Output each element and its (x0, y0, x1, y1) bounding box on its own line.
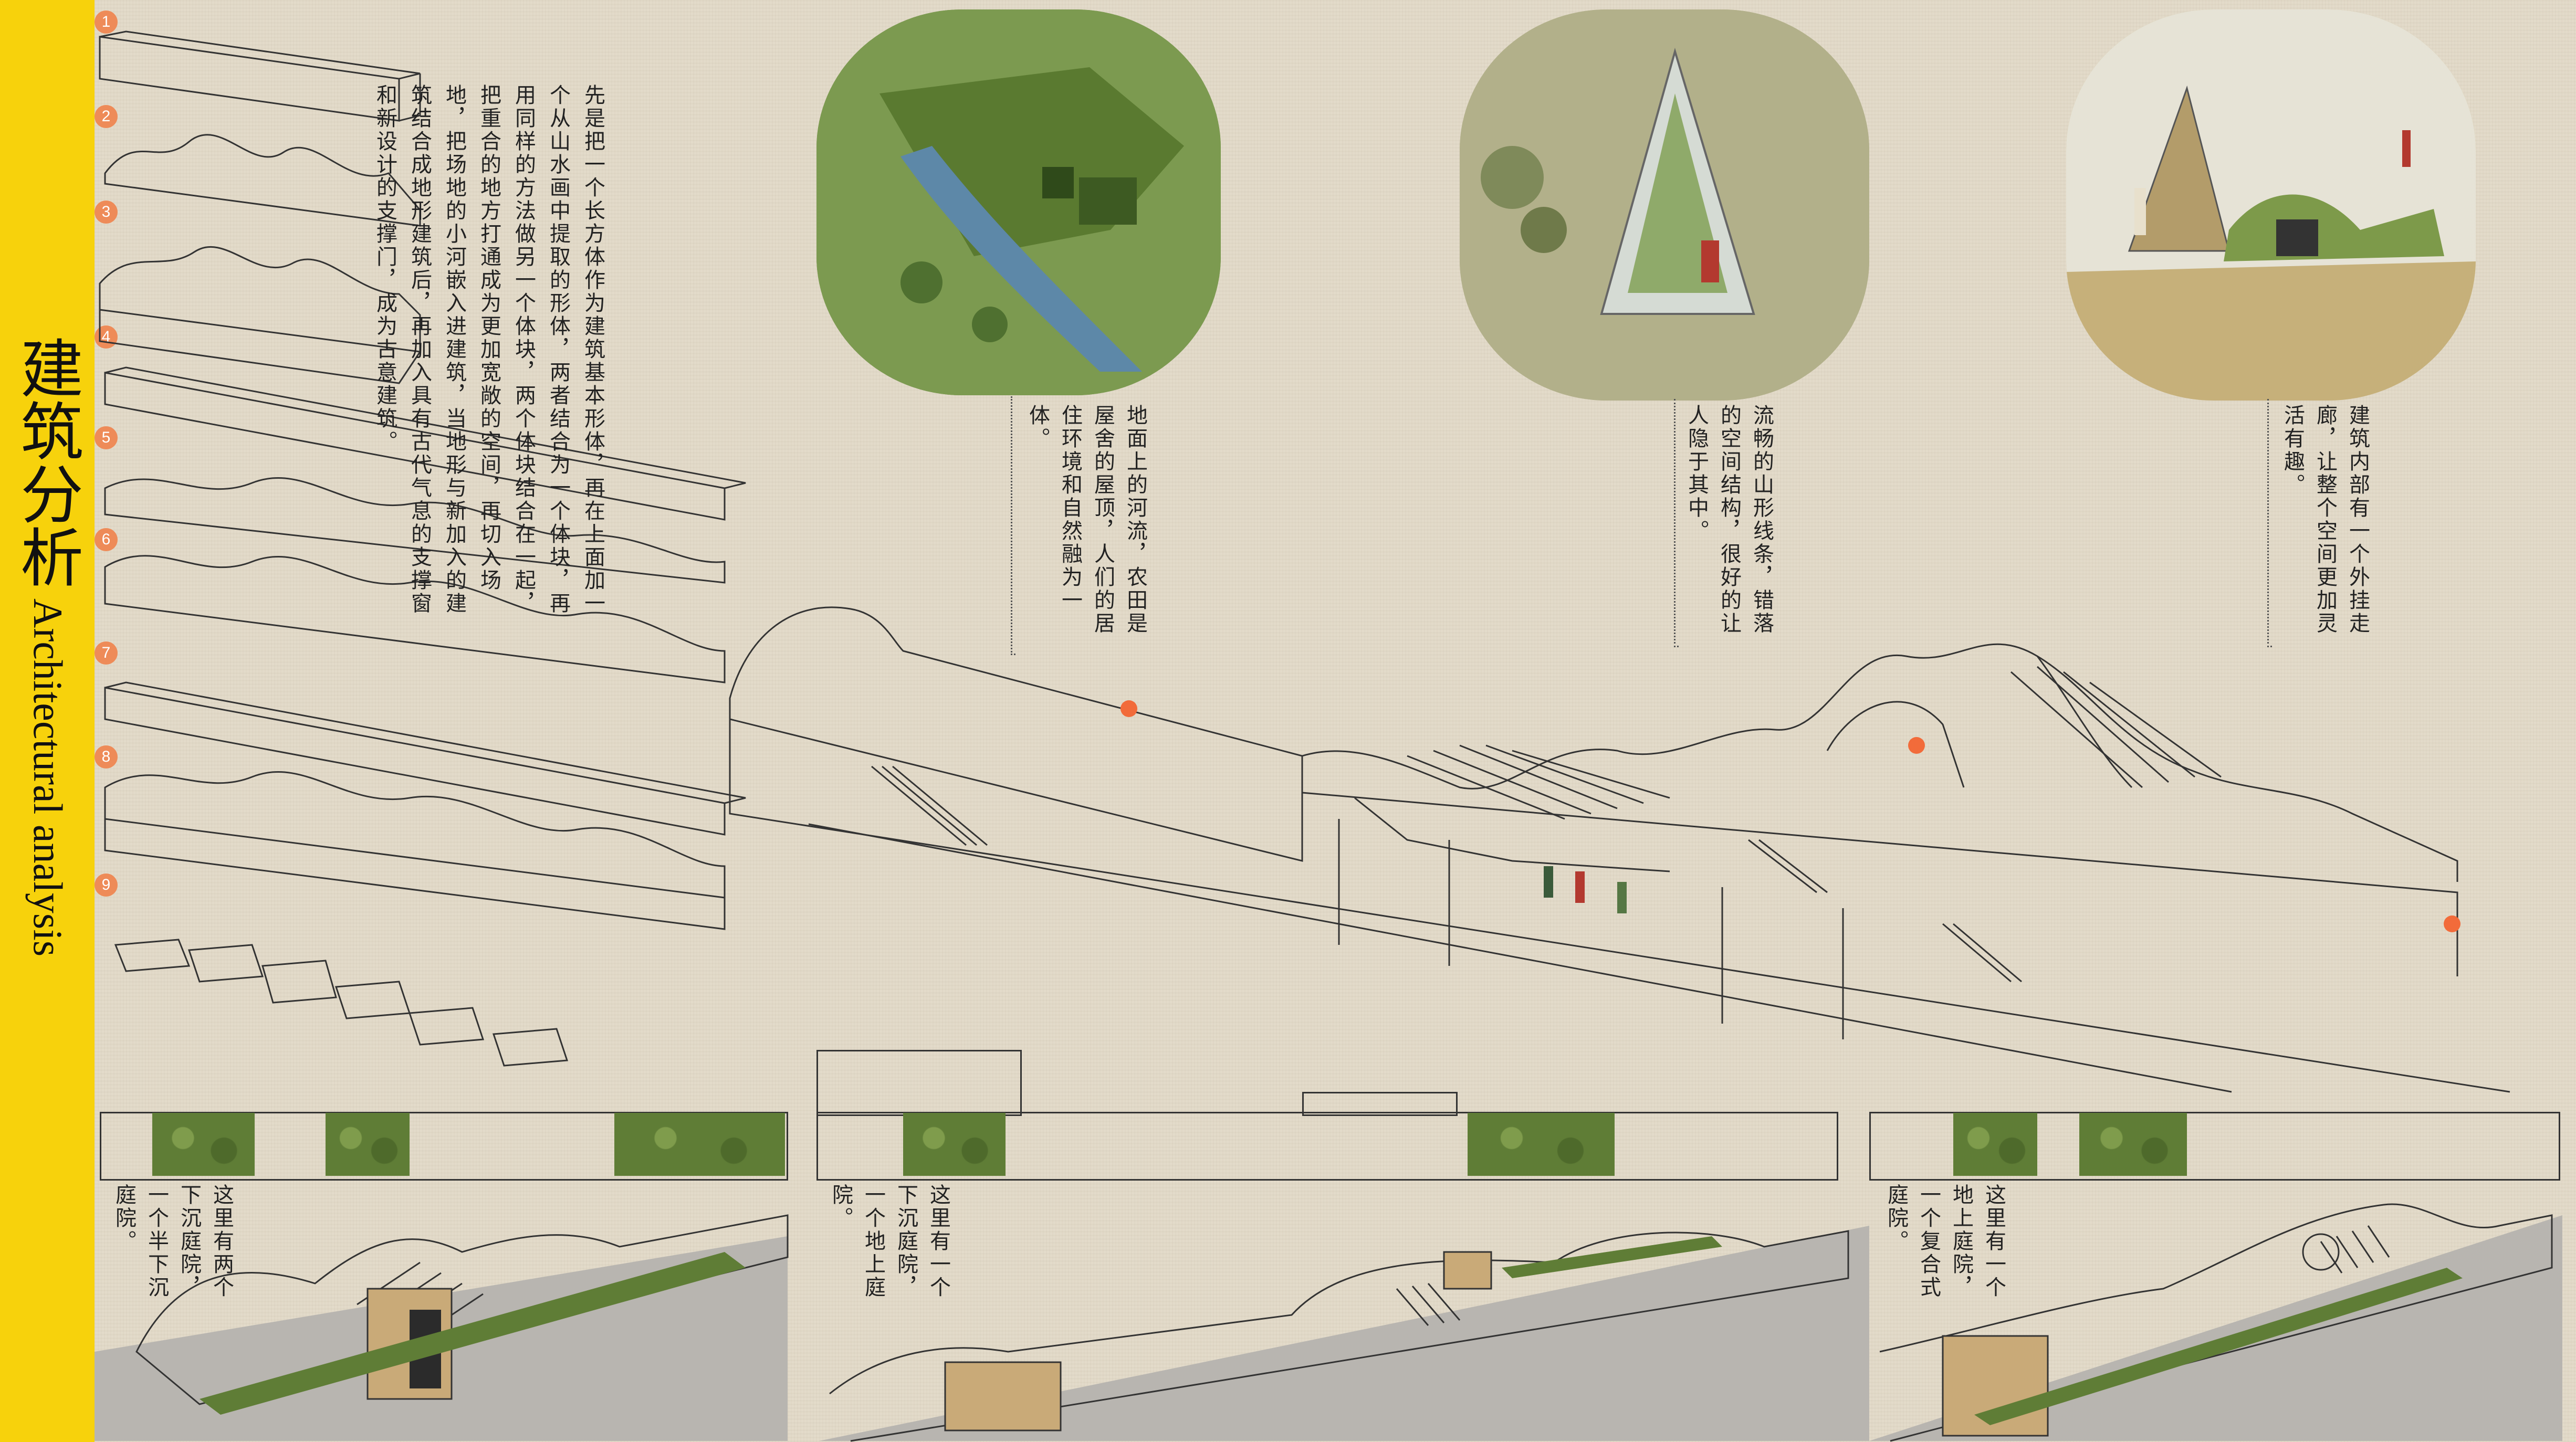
step-badge-5: 5 (95, 426, 118, 449)
step-diagrams (99, 30, 746, 1067)
render-river-village (816, 9, 1221, 395)
intro-text: 先是把一个长方体作为建筑基本形体，再在上面加一个从山水画中提取的形体，两者结合为… (373, 84, 605, 615)
note-corridor: 建筑内部有一个外挂走廊，让整个空间更加灵活有趣。 (2280, 404, 2370, 635)
step-badge-6: 6 (95, 528, 118, 551)
garden-left-1 (152, 1113, 255, 1176)
note-river: 地面上的河流，农田是屋舍的屋顶，人们的居住环境和自然融为一体。 (1025, 404, 1147, 635)
plan-strip-middle (816, 1112, 1838, 1181)
note-courtyard-middle: 这里有一个下沉庭院，一个地上庭院。 (829, 1184, 950, 1299)
step-badge-3: 3 (95, 201, 118, 224)
title-english: Architectural analysis (25, 598, 71, 957)
step-badge-9: 9 (95, 873, 118, 897)
step-badge-1: 1 (95, 10, 118, 34)
section-right-axonometric (1869, 1203, 2562, 1442)
step-badge-4: 4 (95, 325, 118, 349)
plan-strip-right (1869, 1112, 2560, 1181)
leader-line-river (1011, 396, 1015, 655)
step-badge-8: 8 (95, 745, 118, 769)
garden-right-2 (2079, 1113, 2187, 1176)
main-axonometric-drawing (729, 606, 2510, 1093)
step-badge-7: 7 (95, 641, 118, 665)
step-badge-2: 2 (95, 105, 118, 128)
note-courtyard-right: 这里有一个地上庭院，一个复合式庭院。 (1884, 1184, 2006, 1299)
garden-right-1 (1953, 1113, 2037, 1176)
garden-middle-1 (903, 1113, 1006, 1176)
leader-line-mountain (1674, 399, 1679, 647)
note-courtyard-left: 这里有两个下沉庭院，一个半下沉庭院。 (112, 1184, 234, 1299)
garden-left-3 (614, 1113, 785, 1176)
plan-block-middle-top (816, 1050, 1022, 1116)
sidebar (0, 0, 95, 1442)
plan-block-middle-raised (1302, 1092, 1458, 1116)
render-triangle-opening (1460, 9, 1869, 401)
section-left-axonometric (95, 1214, 789, 1441)
note-mountain: 流畅的山形线条，错落的空间结构，很好的让人隐于其中。 (1684, 404, 1774, 635)
plan-strip-left (100, 1112, 788, 1181)
leader-line-corridor (2267, 399, 2272, 647)
garden-middle-2 (1468, 1113, 1615, 1176)
section-middle-axonometric (819, 1226, 1869, 1442)
title-chinese: 建筑分析 (9, 336, 82, 588)
render-mountain-corridor (2066, 9, 2476, 401)
garden-left-2 (326, 1113, 410, 1176)
